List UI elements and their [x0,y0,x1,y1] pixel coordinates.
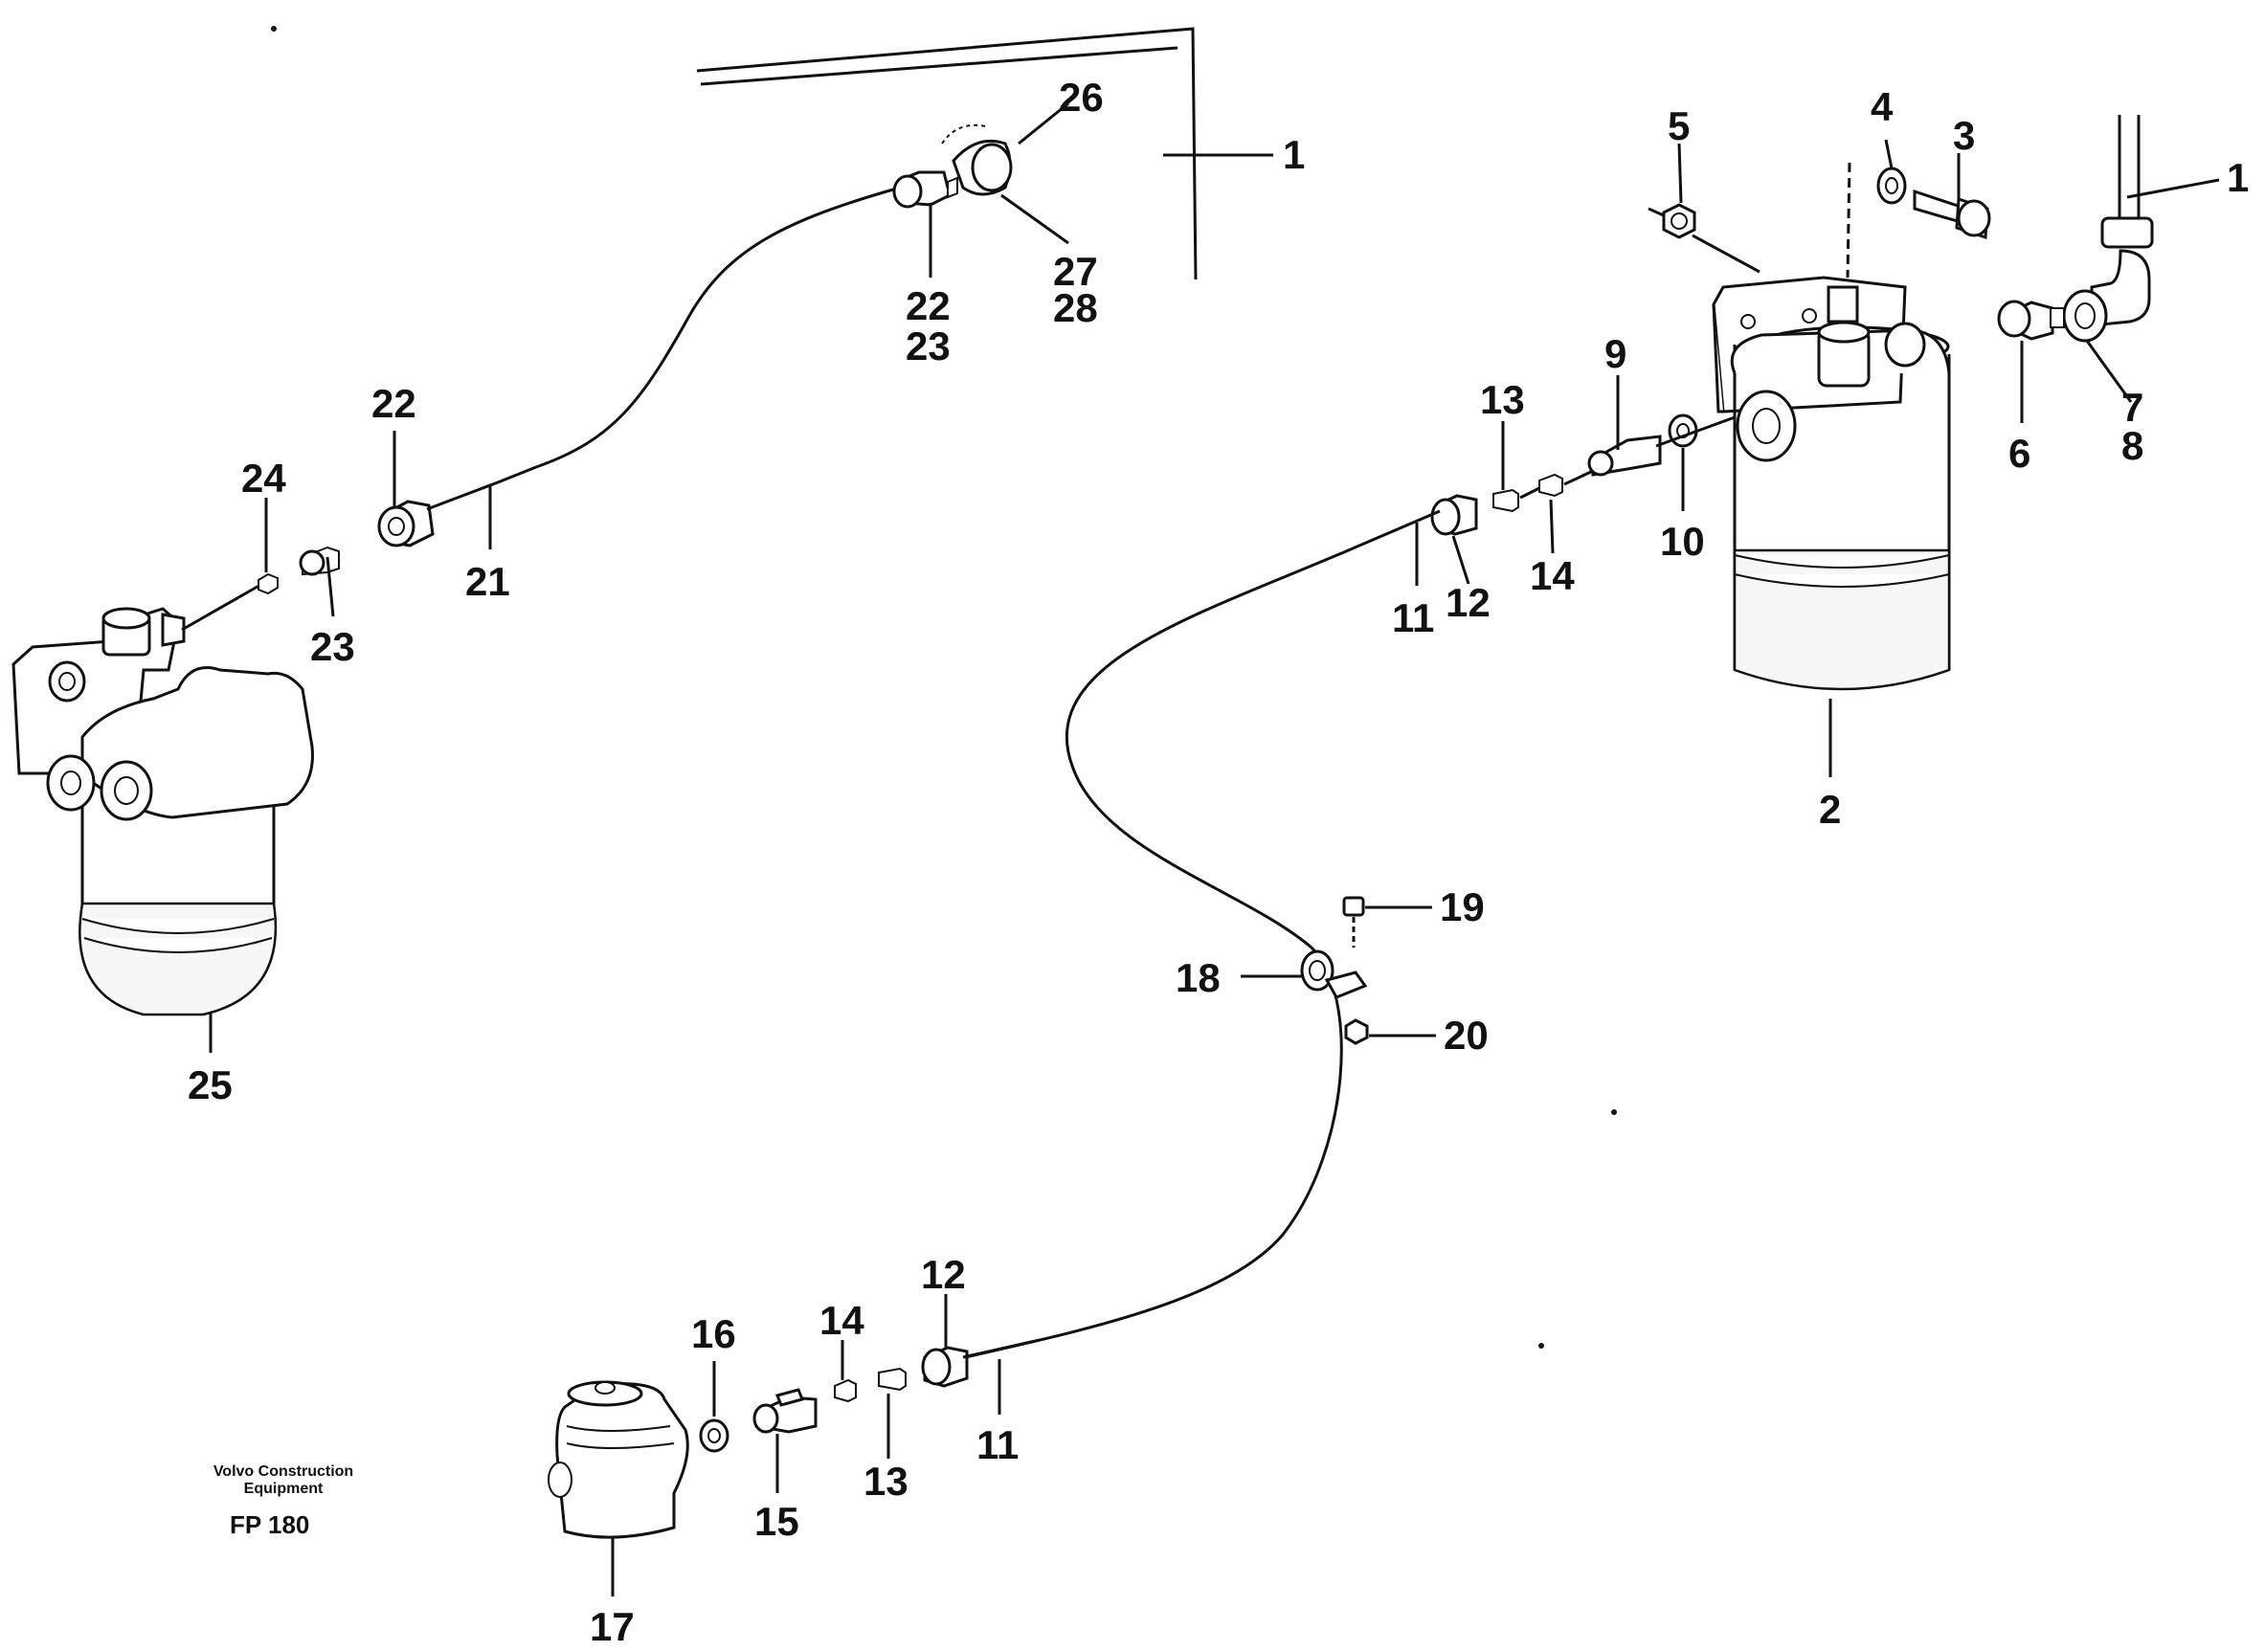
label-15: 15 [754,1499,799,1544]
label-9: 9 [1604,331,1626,376]
label-13-upper: 13 [1480,377,1525,422]
mounting-nut [1648,203,1696,239]
label-23-left: 23 [310,624,355,669]
cab-frame-outline [696,27,1198,280]
label-6: 6 [2008,431,2030,476]
label-23-top: 23 [906,324,951,368]
label-1-left: 1 [1283,132,1305,177]
label-17: 17 [590,1604,635,1649]
label-1-right: 1 [2227,155,2249,200]
primary-fuel-filter [1712,276,1951,691]
label-7: 7 [2121,385,2143,430]
label-12-upper: 12 [1446,580,1491,625]
label-28: 28 [1053,285,1098,330]
fuel-pipe-long [956,544,1360,1361]
banjo-union [1587,413,1736,477]
label-21: 21 [465,559,510,604]
label-2: 2 [1819,787,1841,832]
label-24: 24 [241,456,286,501]
credit-line-2: Equipment [244,1481,324,1497]
secondary-fuel-filter [11,607,314,1016]
inlet-union [752,1388,818,1434]
adapter-nipple [1997,300,2065,341]
label-22-top: 22 [906,283,951,328]
olive-and-sleeve-upper [1492,469,1594,513]
label-22-left: 22 [371,381,416,426]
label-13-lower: 13 [863,1459,908,1504]
label-20: 20 [1444,1013,1489,1058]
mounting-bolt [1846,162,1991,279]
label-3: 3 [1953,113,1975,158]
label-12-lower: 12 [921,1252,966,1297]
right-supply-pipe [2100,115,2154,249]
sealing-washer [699,1418,729,1453]
label-16: 16 [691,1311,736,1356]
label-10: 10 [1660,519,1705,564]
part-labels: 1 1 2 3 4 5 6 7 8 9 10 11 12 13 14 12 11… [188,75,2249,1649]
label-19: 19 [1440,884,1485,929]
pipe-clamp [1300,896,1369,1045]
label-14-lower: 14 [819,1298,864,1343]
label-8: 8 [2121,423,2143,468]
label-11-lower: 11 [976,1422,1019,1467]
leader-lines [209,101,2220,1596]
label-26: 26 [1059,75,1104,120]
pipe-nut-lower [921,1338,1041,1388]
top-banjo-fitting [892,123,1013,209]
label-18: 18 [1176,955,1221,1000]
label-5: 5 [1668,103,1690,148]
elbow-union [2062,249,2151,343]
publisher-credit: Volvo Construction Equipment FP 180 [213,1463,353,1539]
scan-specks [271,26,1617,1349]
label-25: 25 [188,1062,233,1107]
left-pipe-assembly [181,186,901,632]
label-27: 27 [1053,249,1098,294]
pipe-nut-upper [1358,494,1478,547]
feed-pump [548,1380,689,1539]
figure-code: FP 180 [230,1510,309,1539]
credit-line-1: Volvo Construction [213,1463,353,1480]
label-14-upper: 14 [1530,553,1575,598]
olive-and-sleeve-lower [834,1367,907,1403]
label-11-upper: 11 [1392,595,1434,640]
label-4: 4 [1871,84,1894,129]
